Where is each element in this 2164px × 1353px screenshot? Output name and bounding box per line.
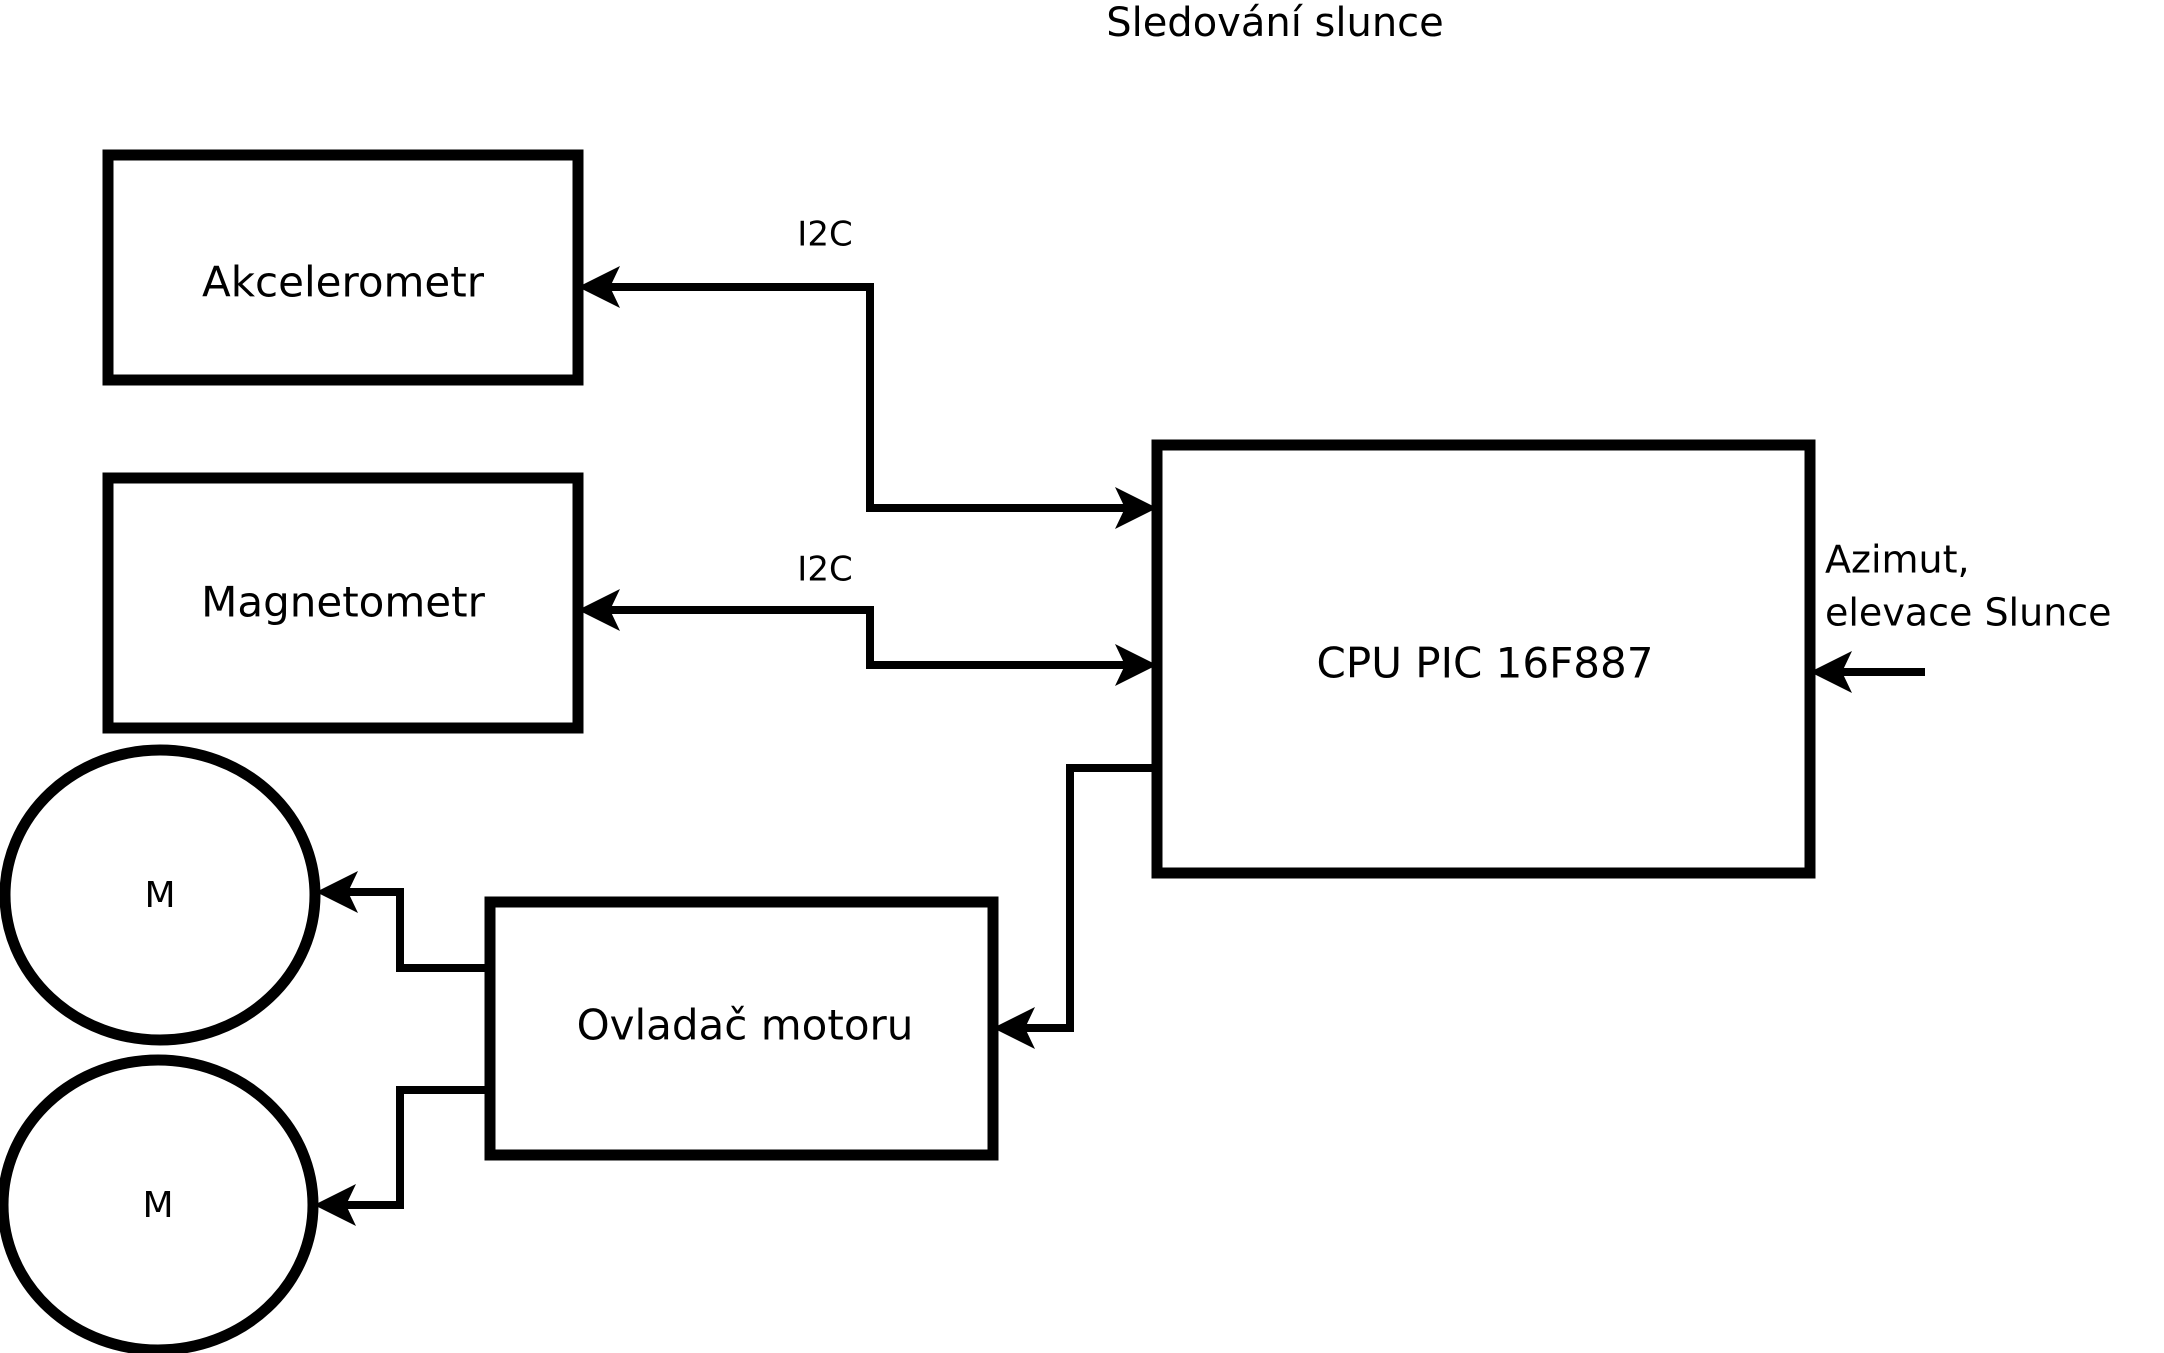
edge-label-magnet-i2c: I2C	[797, 550, 852, 590]
cpu-box[interactable]	[1151, 439, 1816, 879]
akcelerometr-box[interactable]	[102, 149, 584, 386]
external-input-label-line-2: elevace Slunce	[1825, 591, 2112, 635]
arrow-head-motor2	[314, 1184, 356, 1226]
ovladac-motoru-label: Ovladač motoru	[577, 1001, 914, 1050]
node-ovladac-motoru[interactable]: Ovladač motoru	[484, 896, 999, 1161]
magnetometr-box[interactable]	[102, 472, 584, 734]
motor-1-label: M	[144, 875, 175, 916]
arrow-head-ovladac	[993, 1007, 1035, 1049]
arrow-head-cpu-upper	[1115, 487, 1157, 529]
node-motor-1[interactable]: M	[0, 744, 321, 1046]
node-motor-2[interactable]: M	[0, 1054, 319, 1353]
arrow-head-motor1	[316, 871, 358, 913]
edge-cpu-to-ovladac	[993, 764, 1157, 1049]
motor-2-label: M	[142, 1185, 173, 1226]
arrow-head-magnetometr	[578, 589, 620, 631]
arrow-head-cpu-external	[1810, 651, 1852, 693]
edge-ovladac-to-motor2	[314, 1086, 490, 1226]
edge-label-accel-i2c: I2C	[797, 215, 852, 255]
edge-cpu-to-akcelerometr	[578, 266, 1157, 529]
node-cpu[interactable]: CPU PIC 16F887	[1151, 439, 1816, 879]
arrow-head-cpu-lower	[1115, 644, 1157, 686]
diagram-title: Sledování slunce	[1106, 0, 1444, 46]
motor-2-circle[interactable]	[0, 1054, 319, 1353]
edge-cpu-to-magnetometr	[578, 589, 1157, 686]
cpu-label: CPU PIC 16F887	[1317, 639, 1654, 688]
edge-external-input-to-cpu	[1810, 651, 1925, 693]
akcelerometr-label: Akcelerometr	[202, 258, 485, 307]
node-akcelerometr[interactable]: Akcelerometr	[102, 149, 584, 386]
edge-ovladac-to-motor1	[316, 871, 490, 972]
motor-1-circle[interactable]	[0, 744, 321, 1046]
ovladac-motoru-box[interactable]	[484, 896, 999, 1161]
external-input-label-line-1: Azimut,	[1825, 538, 1970, 582]
magnetometr-label: Magnetometr	[201, 578, 485, 627]
arrow-head-akcelerometr	[578, 266, 620, 308]
node-magnetometr[interactable]: Magnetometr	[102, 472, 584, 734]
